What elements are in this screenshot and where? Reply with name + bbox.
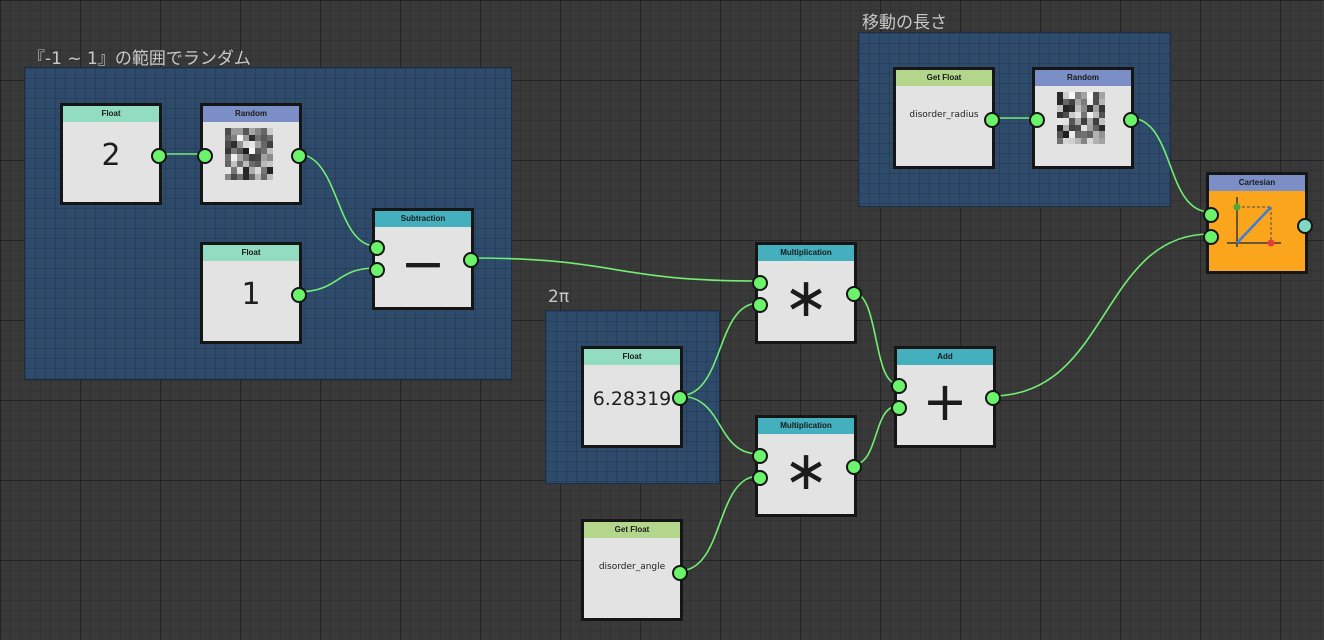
output-port[interactable] bbox=[463, 252, 479, 268]
wire bbox=[678, 475, 760, 572]
input-port[interactable] bbox=[369, 240, 385, 256]
output-port[interactable] bbox=[1297, 218, 1313, 234]
node-header: Multiplication bbox=[758, 245, 854, 261]
node-add[interactable]: Add + bbox=[891, 346, 1001, 448]
plus-operator-icon: + bbox=[922, 370, 968, 433]
node-header: Cartesian bbox=[1209, 175, 1305, 191]
node-header: Get Float bbox=[896, 70, 992, 86]
group-title-two-pi: 2π bbox=[548, 287, 570, 307]
minus-operator-icon: − bbox=[400, 232, 446, 295]
node-subtraction[interactable]: Subtraction − bbox=[369, 208, 479, 310]
group-title-move-length: 移動の長さ bbox=[862, 13, 947, 33]
node-header: Float bbox=[63, 106, 159, 122]
output-port[interactable] bbox=[846, 459, 862, 475]
float-value[interactable]: 1 bbox=[241, 277, 261, 312]
node-header: Add bbox=[897, 349, 993, 365]
input-port[interactable] bbox=[1203, 207, 1219, 223]
input-port[interactable] bbox=[752, 275, 768, 291]
input-port[interactable] bbox=[369, 262, 385, 278]
variable-name[interactable]: disorder_radius bbox=[909, 110, 979, 120]
wire bbox=[851, 405, 899, 466]
variable-name[interactable]: disorder_angle bbox=[598, 562, 666, 572]
node-header: Multiplication bbox=[758, 418, 854, 434]
node-float-2[interactable]: Float 2 bbox=[60, 103, 167, 205]
multiply-operator-icon: ∗ bbox=[783, 266, 829, 329]
input-port[interactable] bbox=[891, 400, 907, 416]
input-port[interactable] bbox=[752, 448, 768, 464]
node-header: Float bbox=[584, 349, 680, 365]
float-value[interactable]: 2 bbox=[101, 138, 121, 173]
float-value[interactable]: 6.28319 bbox=[592, 388, 672, 410]
output-port[interactable] bbox=[672, 565, 688, 581]
wire bbox=[469, 257, 760, 282]
output-port[interactable] bbox=[291, 148, 307, 164]
output-port[interactable] bbox=[672, 390, 688, 406]
output-port[interactable] bbox=[151, 148, 167, 164]
cartesian-plot-icon bbox=[1227, 197, 1281, 247]
node-float-2pi[interactable]: Float 6.28319 bbox=[581, 346, 688, 448]
group-title-random-range: 『-1 ~ 1』の範囲でランダム bbox=[28, 49, 251, 69]
input-port[interactable] bbox=[1029, 112, 1045, 128]
input-port[interactable] bbox=[752, 470, 768, 486]
output-port[interactable] bbox=[291, 287, 307, 303]
node-header: Subtraction bbox=[375, 211, 471, 227]
wire bbox=[991, 233, 1211, 397]
node-get-float-angle[interactable]: Get Float disorder_angle bbox=[581, 519, 688, 621]
input-port[interactable] bbox=[752, 297, 768, 313]
input-port[interactable] bbox=[891, 378, 907, 394]
node-get-float-radius[interactable]: Get Float disorder_radius bbox=[893, 67, 1000, 169]
output-port[interactable] bbox=[984, 112, 1000, 128]
noise-texture-icon bbox=[225, 128, 273, 180]
node-header: Get Float bbox=[584, 522, 680, 538]
output-port[interactable] bbox=[846, 286, 862, 302]
node-multiplication-1[interactable]: Multiplication ∗ bbox=[752, 242, 862, 344]
multiply-operator-icon: ∗ bbox=[783, 439, 829, 502]
node-header: Random bbox=[203, 106, 299, 122]
node-cartesian[interactable]: Cartesian bbox=[1203, 172, 1313, 274]
output-port[interactable] bbox=[985, 390, 1001, 406]
node-multiplication-2[interactable]: Multiplication ∗ bbox=[752, 415, 862, 517]
node-random-1[interactable]: Random bbox=[197, 103, 307, 205]
input-port[interactable] bbox=[197, 148, 213, 164]
node-header: Float bbox=[203, 245, 299, 261]
wire bbox=[851, 291, 899, 385]
node-random-2[interactable]: Random bbox=[1029, 67, 1139, 169]
node-header: Random bbox=[1035, 70, 1131, 86]
node-float-1[interactable]: Float 1 bbox=[200, 242, 307, 344]
output-port[interactable] bbox=[1123, 112, 1139, 128]
noise-texture-icon bbox=[1057, 92, 1105, 144]
input-port[interactable] bbox=[1203, 229, 1219, 245]
